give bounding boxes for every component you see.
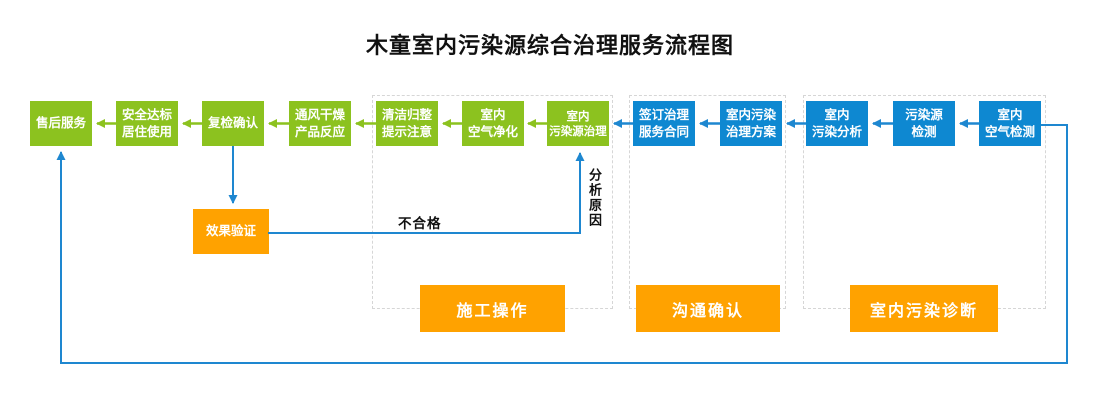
node-effect-verification-label: 效果验证 bbox=[205, 223, 256, 239]
node-safety-standard: 安全达标 居住使用 bbox=[116, 101, 178, 146]
node-treatment-plan: 室内污染 治理方案 bbox=[720, 101, 782, 146]
node-source-treatment-label: 室内 污染源治理 bbox=[549, 108, 607, 138]
node-after-sales-label: 售后服务 bbox=[35, 115, 86, 131]
node-air-purification: 室内 空气净化 bbox=[462, 101, 524, 146]
arrow-verification-to-treatment bbox=[268, 152, 585, 234]
node-effect-verification: 效果验证 bbox=[193, 209, 269, 254]
node-sign-contract-label: 签订治理 服务合同 bbox=[638, 107, 689, 139]
node-pollution-analysis-label: 室内 污染分析 bbox=[811, 107, 862, 139]
edge-label-unqualified: 不合格 bbox=[398, 216, 442, 232]
page-title: 木童室内污染源综合治理服务流程图 bbox=[365, 34, 734, 59]
node-air-detection: 室内 空气检测 bbox=[979, 101, 1041, 146]
node-recheck-confirm-label: 复检确认 bbox=[207, 115, 258, 131]
node-source-treatment: 室内 污染源治理 bbox=[547, 101, 609, 146]
node-cleanup-reminder-label: 清洁归整 提示注意 bbox=[381, 107, 432, 139]
node-treatment-plan-label: 室内污染 治理方案 bbox=[725, 107, 776, 139]
group-label-diagnosis: 室内污染诊断 bbox=[850, 285, 998, 332]
node-ventilation-drying: 通风干燥 产品反应 bbox=[289, 101, 351, 146]
node-air-purification-label: 室内 空气净化 bbox=[467, 107, 518, 139]
group-label-communication-text: 沟通确认 bbox=[671, 300, 744, 320]
node-recheck-confirm: 复检确认 bbox=[202, 101, 264, 146]
group-label-communication: 沟通确认 bbox=[636, 285, 780, 332]
node-sign-contract: 签订治理 服务合同 bbox=[633, 101, 695, 146]
group-label-construction: 施工操作 bbox=[420, 285, 565, 332]
node-source-detection: 污染源 检测 bbox=[893, 101, 955, 146]
node-after-sales: 售后服务 bbox=[30, 101, 92, 146]
node-air-detection-label: 室内 空气检测 bbox=[984, 107, 1035, 139]
edge-label-analyze-reason: 分析原因 bbox=[586, 168, 601, 228]
node-source-detection-label: 污染源 检测 bbox=[905, 107, 943, 139]
node-safety-standard-label: 安全达标 居住使用 bbox=[121, 107, 172, 139]
node-ventilation-drying-label: 通风干燥 产品反应 bbox=[294, 107, 345, 139]
arrow-airtest-loop-to-aftersales bbox=[56, 124, 1068, 364]
group-label-diagnosis-text: 室内污染诊断 bbox=[869, 300, 978, 320]
node-cleanup-reminder: 清洁归整 提示注意 bbox=[376, 101, 438, 146]
group-label-construction-text: 施工操作 bbox=[456, 300, 529, 320]
node-pollution-analysis: 室内 污染分析 bbox=[806, 101, 868, 146]
